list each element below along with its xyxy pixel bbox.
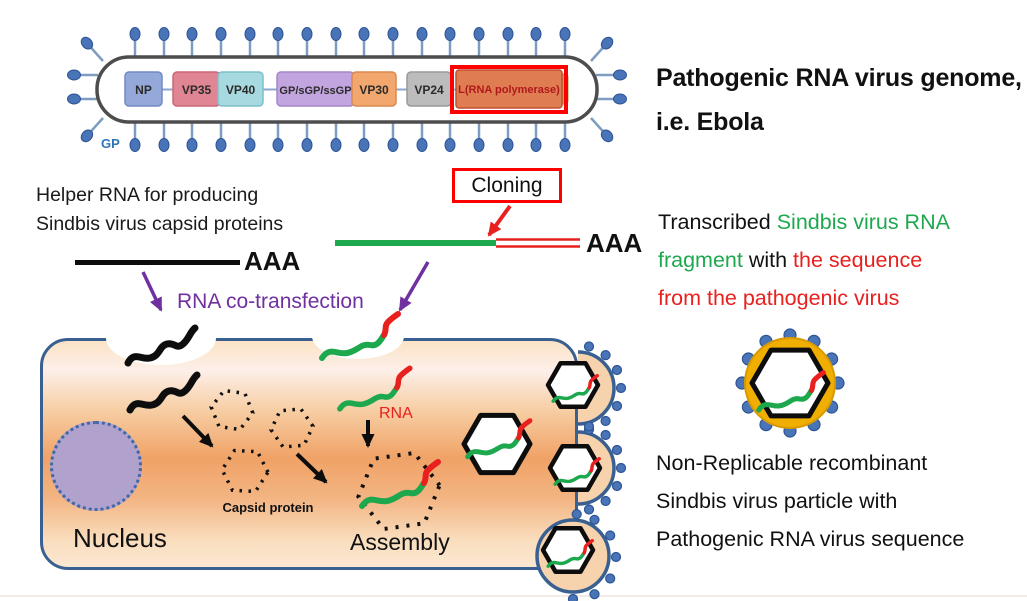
- transcribed-rna-caption: Transcribed Sindbis virus RNA fragment w…: [658, 203, 950, 317]
- genome-title-line2: i.e. Ebola: [656, 108, 764, 136]
- gene-box-vp24: [406, 71, 452, 107]
- gene-label-vp30: VP30: [359, 83, 389, 97]
- cotransfection-arrow-right: [398, 261, 430, 312]
- transcribed-black-1: Transcribed: [658, 210, 777, 234]
- gene-label-vp40: VP40: [226, 83, 256, 97]
- gp-spike-label: GP: [101, 136, 120, 151]
- particle-caption-line2: Sindbis virus particle with: [656, 489, 898, 513]
- genome-capsule-outline: [95, 55, 599, 124]
- transcribed-red-1: the sequence: [793, 248, 923, 272]
- gene-box-vp30: [351, 71, 397, 107]
- capsid-protein-label: Capsid protein: [222, 500, 314, 515]
- genome-title: Pathogenic RNA virus genome, i.e. Ebola: [656, 56, 1022, 144]
- transcribed-line3: from the pathogenic virus: [658, 286, 900, 310]
- particle-caption-line1: Non-Replicable recombinant: [656, 451, 928, 475]
- cloning-arrow: [487, 204, 512, 237]
- membrane-entry-notch-left: [106, 311, 216, 365]
- gene-box-gp: [276, 71, 355, 107]
- l-gene-highlight-box: [450, 65, 568, 114]
- cloning-label: Cloning: [471, 174, 543, 197]
- transcript-polya-tail: AAA: [586, 228, 643, 258]
- gene-box-np: [124, 71, 163, 107]
- transcribed-green-2: fragment: [658, 248, 749, 272]
- spike-pin-icons: [66, 26, 628, 153]
- helper-rna-caption: Helper RNA for producing Sindbis virus c…: [36, 181, 283, 239]
- helper-rna-polya-tail: AAA: [244, 246, 301, 276]
- particle-caption-line3: Pathogenic RNA virus sequence: [656, 527, 965, 551]
- virus-genome-capsule: NP VP35 VP40 GP/sGP/ssGP VP30 VP24 L(RNA…: [66, 26, 628, 153]
- gene-box-vp35: [172, 71, 221, 107]
- gene-label-l-polymerase: L(RNA polymerase): [458, 84, 560, 96]
- gene-box-green-sliver: [546, 73, 569, 105]
- gene-label-np: NP: [135, 83, 152, 97]
- particle-caption: Non-Replicable recombinant Sindbis virus…: [656, 444, 964, 558]
- gene-label-gp: GP/sGP/ssGP: [279, 85, 351, 97]
- membrane-entry-notch-right: [312, 313, 404, 359]
- nucleus-label: Nucleus: [73, 523, 167, 553]
- transcribed-line1: Transcribed Sindbis virus RNA: [658, 203, 950, 241]
- transcribed-black-2: with: [748, 248, 794, 272]
- recombinant-virus-particle-icon: [735, 328, 845, 438]
- cotransfection-label: RNA co-transfection: [177, 290, 364, 313]
- cloning-callout-box: Cloning: [452, 168, 562, 203]
- transcribed-green-1: Sindbis virus RNA: [776, 210, 950, 234]
- helper-caption-line1: Helper RNA for producing: [36, 184, 259, 206]
- transcribed-line2: fragment with the sequence: [658, 241, 950, 279]
- genome-title-line1: Pathogenic RNA virus genome,: [656, 64, 1022, 92]
- particle-envelope-circle: [744, 337, 836, 429]
- gene-box-l-polymerase: [455, 69, 563, 109]
- bottom-divider: [0, 595, 1027, 597]
- nucleus-shape: [50, 421, 142, 511]
- gene-box-vp40: [217, 71, 264, 107]
- gene-label-vp24: VP24: [414, 83, 444, 97]
- particle-spike-dots: [735, 328, 845, 438]
- gene-label-vp35: VP35: [182, 83, 212, 97]
- assembly-label: Assembly: [350, 529, 450, 555]
- rna-label: RNA: [379, 405, 413, 422]
- gene-boxes: NP VP35 VP40 GP/sGP/ssGP VP30 VP24 L(RNA…: [124, 65, 569, 114]
- cotransfection-arrow-left: [141, 271, 163, 312]
- helper-caption-line2: Sindbis virus capsid proteins: [36, 213, 284, 235]
